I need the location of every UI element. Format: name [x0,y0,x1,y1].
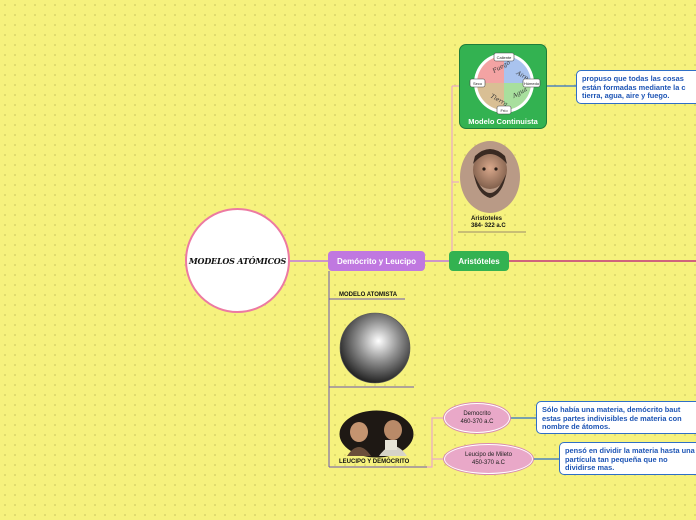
aristoteles-note-text: propuso que todas las cosas están formad… [582,74,686,101]
wheel-right: Húmedo [524,81,540,86]
sphere-icon [339,312,411,384]
aristoteles-bust-image [460,141,520,213]
leucipo-democrito-portraits [339,410,414,458]
leucipo-note[interactable]: pensó en dividir la materia hasta una pa… [559,442,696,475]
wheel-bottom: Frío [500,108,508,113]
central-topic[interactable]: MODELOS ATÓMICOS [185,208,290,313]
aristoteles-years: 384- 322 a.C [471,223,506,229]
wheel-left: Seco [473,81,483,86]
democrito-note-text: Sólo había una materia, demócrito baut e… [542,405,682,432]
branch-aristoteles[interactable]: Aristóteles [449,251,509,271]
philosophers-painting-image [339,410,414,458]
aristoteles-note[interactable]: propuso que todas las cosas están formad… [576,70,696,104]
atom-sphere-image [339,312,411,384]
modelo-continuista-label: Modelo Continuista [468,117,538,126]
aristoteles-caption: Aristoteles 384- 322 a.C [471,216,506,230]
leucipo-note-text: pensó en dividir la materia hasta una pa… [565,446,695,473]
modelo-continuista-card[interactable]: Fuego Aire Tierra Agua Caliente Seco Húm… [459,44,547,129]
leucipo-node-name: Leucipo de Mileto [464,452,513,458]
aristoteles-name: Aristoteles [471,216,503,222]
branch-democrito-leucipo[interactable]: Demócrito y Leucipo [328,251,425,271]
central-title: MODELOS ATÓMICOS [188,255,287,266]
leucipo-node-years: 450-370 a.C [471,460,506,466]
democrito-node[interactable]: Democrito 460-370 a.C [444,403,510,433]
leucipo-node[interactable]: Leucipo de Mileto 450-370 a.C [444,444,533,474]
elements-wheel-diagram: Fuego Aire Tierra Agua Caliente Seco Húm… [469,52,541,115]
leucipo-democrito-label: LEUCIPO Y DEMÓCRITO [339,459,410,465]
democrito-node-name: Democrito [463,411,491,417]
branch-democrito-leucipo-label: Demócrito y Leucipo [336,256,417,266]
branch-aristoteles-label: Aristóteles [458,256,500,266]
democrito-note[interactable]: Sólo había una materia, demócrito baut e… [536,401,696,434]
modelo-atomista-label: MODELO ATOMISTA [339,292,398,298]
wheel-top: Caliente [497,55,512,60]
aristoteles-portrait [459,140,521,214]
democrito-node-years: 460-370 a.C [460,419,494,425]
